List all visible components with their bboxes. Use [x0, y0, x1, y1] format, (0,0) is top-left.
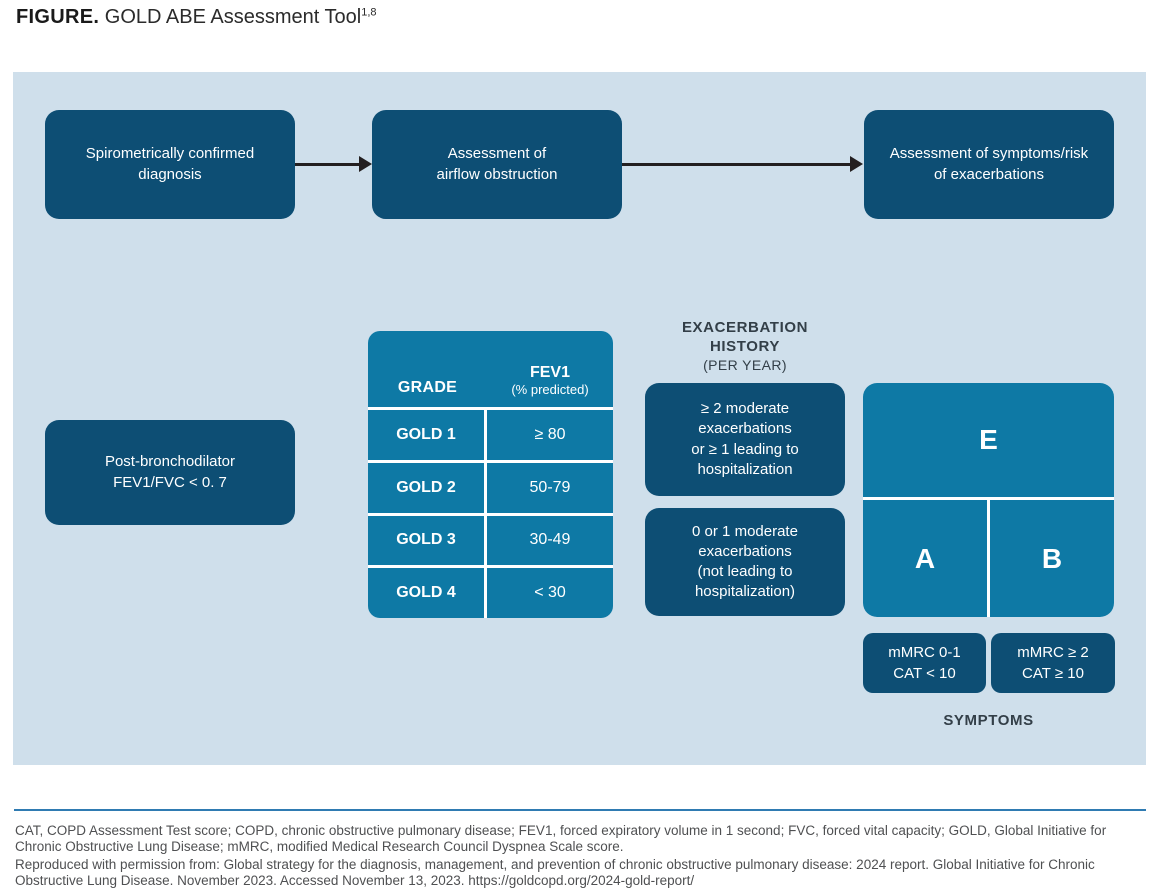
symptoms-high-box: mMRC ≥ 2 CAT ≥ 10 [991, 633, 1115, 693]
grade-table-header-fev1-line1: FEV1 [529, 364, 570, 381]
flow-step-symptoms-risk: Assessment of symptoms/risk of exacerbat… [864, 110, 1114, 219]
exacerbation-low-risk-box: 0 or 1 moderate exacerbations (not leadi… [645, 508, 845, 616]
grade-table-header-fev1-line2: (% predicted) [511, 382, 589, 397]
exacerbation-high-risk-box: ≥ 2 moderate exacerbations or ≥ 1 leadin… [645, 383, 845, 496]
figure-caption: FIGURE. GOLD ABE Assessment Tool1,8 [16, 6, 377, 29]
abe-group-a-cell: A [863, 500, 987, 617]
grade-cell: GOLD 1 [368, 410, 487, 460]
footnote-attribution: Reproduced with permission from: Global … [15, 857, 1095, 889]
exacerbation-high-risk-label: ≥ 2 moderate exacerbations or ≥ 1 leadin… [691, 400, 799, 478]
fev1-value-cell: 30-49 [529, 531, 571, 549]
symptoms-low-label: mMRC 0-1 CAT < 10 [888, 644, 961, 682]
symptoms-axis-label: SYMPTOMS [943, 712, 1034, 729]
grade-cell: GOLD 2 [368, 462, 487, 513]
grade-cell: GOLD 3 [368, 515, 487, 566]
footnote-abbreviations: CAT, COPD Assessment Test score; COPD, c… [15, 823, 1107, 855]
figure-title-text: GOLD ABE Assessment Tool [99, 6, 362, 28]
criteria-box-post-bronchodilator: Post-bronchodilator FEV1/FVC < 0. 7 [45, 420, 295, 525]
fev1-value-cell: 50-79 [529, 478, 571, 496]
abe-group-b-label: B [1041, 542, 1063, 574]
figure-label: FIGURE. [16, 6, 100, 28]
flow-step-symptoms-risk-label: Assessment of symptoms/risk of exacerbat… [889, 145, 1089, 183]
grade-table-header-fev1: FEV1 (% predicted) [487, 331, 613, 407]
table-row: GOLD 3 30-49 [368, 512, 613, 566]
fev1-value-cell: ≥ 80 [534, 425, 566, 443]
flow-step-airflow-obstruction-label: Assessment of airflow obstruction [436, 145, 558, 183]
abe-group-e-cell: E [863, 383, 1114, 497]
gold-grade-table: GRADE FEV1 (% predicted) GOLD 1 ≥ 80 GOL… [368, 331, 613, 618]
flow-arrow-1-head [359, 156, 372, 172]
grade-table-header-row: GRADE FEV1 (% predicted) [368, 331, 613, 407]
exacerbation-heading-line1: EXACERBATION [681, 319, 809, 336]
table-row: GOLD 2 50-79 [368, 459, 613, 513]
figure-reference-superscript: 1,8 [361, 6, 377, 19]
symptoms-high-label: mMRC ≥ 2 CAT ≥ 10 [1017, 644, 1089, 682]
abe-group-e-label: E [979, 424, 998, 455]
table-row: GOLD 4 < 30 [368, 565, 613, 618]
grade-table-header-grade: GRADE [397, 379, 458, 396]
flow-arrow-2 [622, 163, 850, 166]
flow-arrow-1 [295, 163, 359, 166]
exacerbation-heading-line2: HISTORY [709, 338, 781, 355]
criteria-box-label: Post-bronchodilator FEV1/FVC < 0. 7 [104, 453, 236, 491]
abe-group-b-cell: B [990, 500, 1114, 617]
symptoms-low-box: mMRC 0-1 CAT < 10 [863, 633, 986, 693]
flow-step-spirometry: Spirometrically confirmed diagnosis [45, 110, 295, 219]
footer-divider-rule [14, 809, 1146, 811]
flow-step-spirometry-label: Spirometrically confirmed diagnosis [85, 145, 255, 183]
flow-arrow-2-head [850, 156, 863, 172]
abe-classification-grid: E A B [863, 383, 1114, 617]
exacerbation-low-risk-label: 0 or 1 moderate exacerbations (not leadi… [692, 522, 798, 601]
fev1-value-cell: < 30 [534, 584, 566, 602]
abe-group-a-label: A [914, 542, 936, 574]
grade-cell: GOLD 4 [368, 568, 487, 618]
table-row: GOLD 1 ≥ 80 [368, 407, 613, 460]
exacerbation-history-heading: EXACERBATION HISTORY (PER YEAR) [640, 318, 850, 375]
flow-step-airflow-obstruction: Assessment of airflow obstruction [372, 110, 622, 219]
exacerbation-heading-line3: (PER YEAR) [703, 357, 787, 373]
